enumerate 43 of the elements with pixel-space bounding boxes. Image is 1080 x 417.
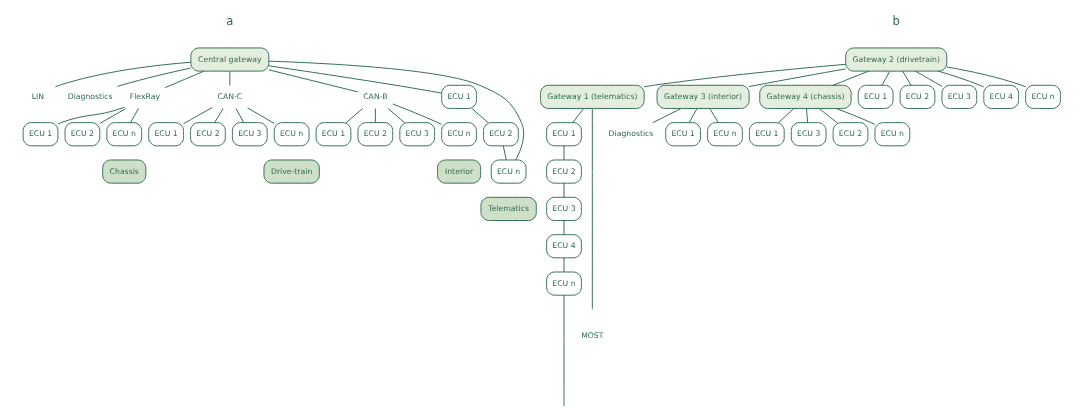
connector bbox=[563, 220, 564, 236]
connector bbox=[818, 108, 837, 124]
connector bbox=[563, 257, 564, 273]
connector bbox=[56, 106, 125, 125]
connector bbox=[345, 108, 363, 124]
connector bbox=[805, 108, 808, 124]
connector bbox=[563, 294, 564, 407]
connector bbox=[832, 70, 869, 86]
connector bbox=[246, 107, 275, 124]
connector bbox=[708, 108, 719, 124]
connector bbox=[502, 145, 507, 161]
connector bbox=[234, 108, 244, 124]
connector bbox=[643, 63, 846, 88]
label: b bbox=[892, 14, 900, 29]
connector bbox=[116, 67, 191, 87]
connector bbox=[129, 108, 139, 124]
connector bbox=[591, 108, 593, 310]
connector bbox=[213, 108, 224, 124]
connector bbox=[563, 182, 564, 198]
connector bbox=[267, 69, 358, 93]
connector bbox=[651, 108, 682, 124]
connector bbox=[54, 61, 191, 88]
label: a bbox=[225, 14, 233, 29]
connector bbox=[374, 108, 376, 124]
connector bbox=[267, 65, 442, 94]
connector bbox=[914, 70, 942, 87]
connector bbox=[391, 103, 442, 125]
connector bbox=[901, 70, 911, 86]
connector bbox=[182, 107, 213, 125]
connector bbox=[387, 108, 405, 124]
connector bbox=[267, 60, 524, 161]
connector bbox=[937, 70, 984, 88]
connector bbox=[228, 70, 230, 86]
connector bbox=[571, 108, 584, 124]
connector bbox=[98, 108, 126, 124]
connector bbox=[563, 145, 564, 161]
connector bbox=[748, 68, 846, 88]
connector bbox=[777, 108, 794, 124]
connector bbox=[164, 70, 204, 89]
connector bbox=[688, 108, 697, 124]
connector bbox=[880, 70, 890, 86]
connector bbox=[470, 108, 489, 124]
connector bbox=[945, 66, 1026, 88]
